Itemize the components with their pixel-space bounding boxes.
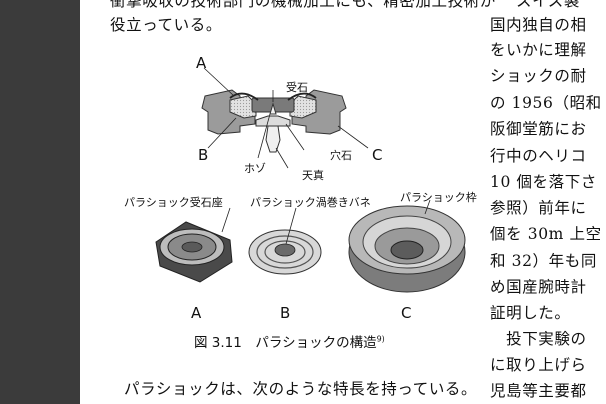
leader-seat — [221, 207, 231, 233]
right-column-line: 個を 30m 上空 — [490, 225, 602, 243]
jewel-seat-part — [155, 221, 233, 283]
leader-a — [203, 67, 235, 97]
jewel-seat-left — [229, 95, 257, 119]
label-a: A — [196, 54, 207, 72]
label-arbor: 天真 — [302, 169, 324, 182]
body-text-line: 役立っている。 — [110, 16, 222, 34]
leader-spring — [285, 207, 297, 245]
right-column-line: め国産腕時計 — [490, 278, 587, 296]
right-column-line: の 1956（昭和 — [490, 94, 602, 112]
spring-coil-1 — [256, 235, 314, 269]
right-column-line: 投下実験の — [490, 330, 587, 348]
figure-caption: 図 3.11 パラショックの構造9) — [194, 331, 385, 352]
label-spring: パラショック渦巻きバネ — [250, 196, 371, 209]
body-text-fragment: スイス製 — [516, 0, 580, 10]
leader-arbor — [275, 147, 289, 169]
right-column-line: 行中のヘリコ — [490, 147, 587, 165]
part-letter-c: C — [401, 304, 412, 322]
leader-hozo — [257, 113, 271, 159]
pivot — [269, 102, 277, 115]
body-text-bottom: パラショックは、次のような特長を持っている。 — [124, 380, 478, 398]
leader-b — [207, 117, 237, 149]
spring-center — [274, 243, 296, 257]
label-b: B — [198, 146, 209, 164]
label-jewel: 受石 — [286, 81, 308, 94]
right-column-line: 参照）前年に — [490, 199, 587, 217]
hole-jewel-shape — [255, 115, 291, 127]
right-column-line: 和 32）年も同 — [490, 252, 597, 270]
balance-staff — [265, 125, 281, 153]
figure-caption-text: 図 3.11 パラショックの構造 — [194, 335, 377, 351]
jewel-seat-right — [289, 95, 317, 119]
right-column-line: 阪御堂筋にお — [490, 120, 587, 138]
label-c: C — [372, 146, 383, 164]
label-seat: パラショック受石座 — [124, 196, 223, 209]
right-column-line: 児島等主要都 — [490, 382, 587, 400]
book-page: 衝撃吸収の技術部門の機械加工にも、精密加工技術が 役立っている。 スイス製 国内… — [80, 0, 606, 404]
parashock-cross-section — [201, 67, 369, 169]
spiral-spring-part — [248, 229, 322, 275]
viewer-sidebar — [0, 0, 80, 404]
label-hozo: ホゾ — [244, 162, 266, 175]
right-column-line: に取り上げら — [490, 356, 587, 374]
part-letter-b: B — [280, 304, 291, 322]
label-frame: パラショック枠 — [400, 191, 477, 204]
spring-arm-right — [287, 92, 317, 101]
frame-hole — [390, 240, 424, 260]
leader-frame — [424, 199, 431, 215]
right-column-line: ショックの耐 — [490, 67, 587, 85]
shock-frame-part — [348, 205, 466, 293]
frame-left — [201, 89, 256, 135]
body-text-line-top: 衝撃吸収の技術部門の機械加工にも、精密加工技術が — [110, 0, 496, 10]
frame-right — [291, 89, 347, 135]
parts-illustration — [155, 199, 466, 293]
seat-center — [181, 241, 203, 253]
right-column-line: 国内独自の相 — [490, 16, 587, 34]
part-letter-a: A — [191, 304, 202, 322]
right-column-line: 10 個を落下さ — [490, 173, 597, 191]
right-column-line: 証明した。 — [490, 304, 571, 322]
leader-c — [337, 125, 369, 149]
leader-hole-jewel — [285, 123, 305, 151]
right-column-line: をいかに理解 — [490, 41, 587, 59]
spring-coil-2 — [264, 240, 306, 264]
spring-arm-left — [229, 92, 259, 101]
figure-caption-ref: 9) — [376, 334, 385, 344]
label-hole-jewel: 穴石 — [330, 149, 352, 162]
